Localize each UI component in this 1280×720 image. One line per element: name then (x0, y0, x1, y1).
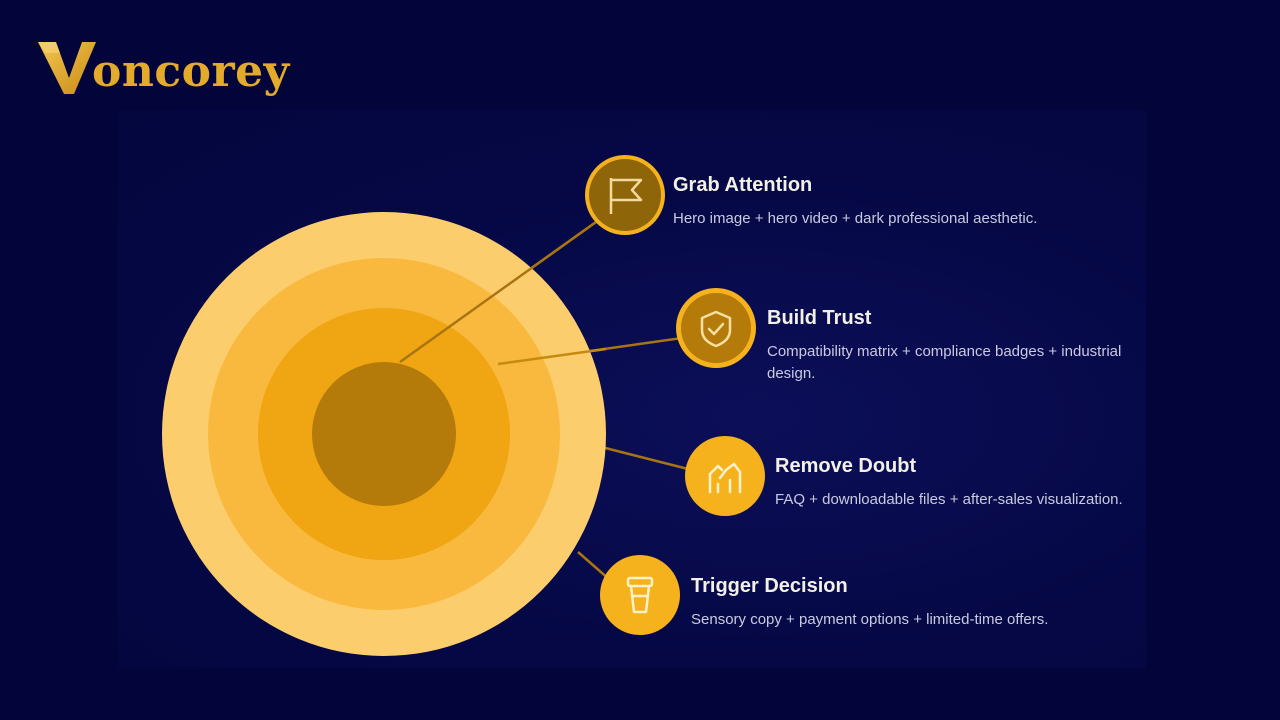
layer-title: Build Trust (767, 307, 872, 329)
connector-line-4 (577, 551, 611, 581)
handshake-icon (708, 462, 742, 494)
layer-item-remove-doubt: Remove Doubt FAQ + downloadable files + … (775, 454, 1175, 511)
connector-line-2-inner (497, 347, 607, 366)
badge-build-trust (676, 288, 756, 368)
layer-description: FAQ + downloadable files + after-sales v… (775, 491, 1123, 508)
ring-core (312, 362, 456, 506)
badge-grab-attention (585, 155, 665, 235)
layer-title: Grab Attention (673, 174, 813, 196)
layer-item-build-trust: Build Trust Compatibility matrix + compl… (767, 306, 1167, 385)
brand-v-mark-icon (38, 42, 96, 94)
layer-description: Hero image + hero video + dark professio… (673, 210, 1038, 227)
connector-line-1-inner (399, 220, 597, 364)
layer-title: Remove Doubt (775, 455, 917, 477)
layer-item-grab-attention: Grab Attention Hero image + hero video +… (673, 173, 1073, 230)
layer-description: Sensory copy + payment options + limited… (691, 611, 1049, 628)
layer-item-trigger-decision: Trigger Decision Sensory copy + payment … (691, 574, 1091, 631)
badge-trigger-decision (600, 555, 680, 635)
badge-remove-doubt (685, 436, 765, 516)
layer-title: Trigger Decision (691, 575, 848, 597)
flag-icon (609, 178, 643, 214)
shield-check-icon (700, 310, 732, 348)
brand-name: oncorey (92, 46, 290, 97)
cup-icon (626, 576, 654, 614)
brand-logo: oncorey (36, 26, 290, 96)
layer-description: Compatibility matrix + compliance badges… (767, 343, 1122, 382)
